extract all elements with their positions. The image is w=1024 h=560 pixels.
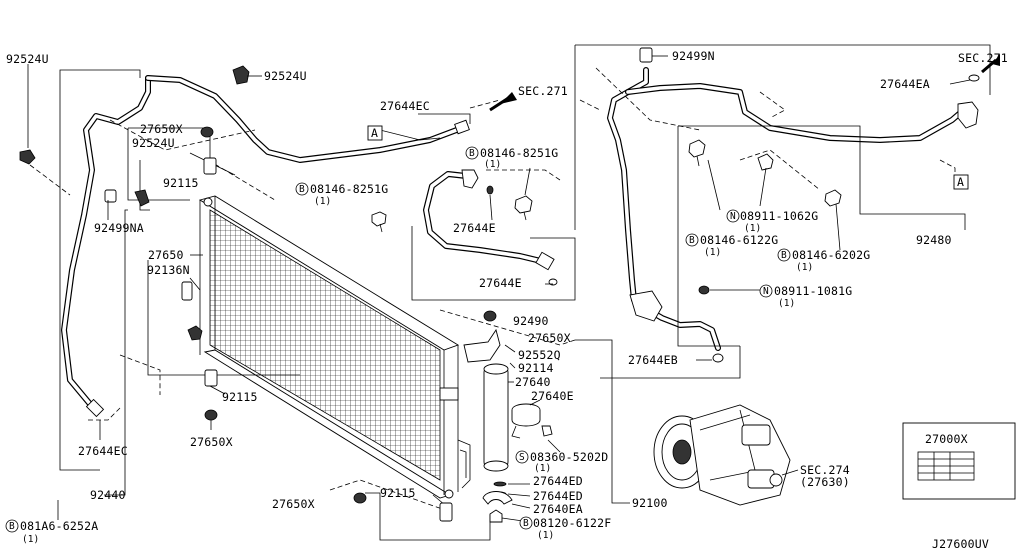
callout-circles: B B B S B N B B N	[5, 146, 791, 533]
svg-text:B: B	[523, 518, 529, 529]
label-92115: 92115	[380, 486, 416, 500]
ref-box-a-left: A	[367, 125, 383, 141]
condenser-small-parts	[134, 126, 497, 522]
pipe-92490	[411, 167, 576, 301]
label-27644ec: 27644EC	[380, 99, 430, 113]
leaders-left	[27, 64, 501, 520]
label-27640ea: 27640EA	[533, 502, 583, 516]
leaders-right	[574, 44, 991, 379]
svg-text:(1): (1)	[704, 247, 721, 258]
label-sec274-sub: (27630)	[800, 475, 850, 489]
ref-box-a-left-text: A	[371, 126, 378, 140]
label-27644ed: 27644ED	[533, 489, 583, 503]
label-27644ec: 27644EC	[78, 444, 128, 458]
leaders-condenser	[109, 119, 491, 541]
label-92115: 92115	[222, 390, 258, 404]
svg-text:B: B	[469, 148, 475, 159]
label-08146-6122g: 08146-6122G	[700, 233, 778, 247]
label-27644e: 27644E	[453, 221, 496, 235]
label-27650x: 27650X	[528, 331, 571, 345]
svg-text:B: B	[299, 184, 305, 195]
svg-text:(1): (1)	[796, 262, 813, 273]
label-27640e: 27640E	[531, 389, 574, 403]
label-27644e: 27644E	[479, 276, 522, 290]
ref-box-a-right-text: A	[957, 175, 964, 189]
svg-text:N: N	[730, 211, 736, 222]
label-92480: 92480	[916, 233, 952, 247]
label-27644ed: 27644ED	[533, 474, 583, 488]
label-27640: 27640	[515, 375, 551, 389]
leaders-drier	[439, 309, 630, 523]
svg-text:(1): (1)	[744, 223, 761, 234]
label-92499na: 92499NA	[94, 221, 144, 235]
label-92552q: 92552Q	[518, 348, 561, 362]
label-92490: 92490	[513, 314, 549, 328]
label-27000x-box: 27000X	[902, 422, 1016, 500]
pipe-92440	[19, 65, 470, 418]
label-92524u: 92524U	[132, 136, 175, 150]
label-92524u: 92524U	[6, 52, 49, 66]
label-27650: 27650	[148, 248, 184, 262]
label-08146-8251g: 08146-8251G	[310, 182, 388, 196]
receiver-drier-27640	[463, 328, 553, 523]
svg-text:N: N	[763, 286, 769, 297]
label-08911-1062g: 08911-1062G	[740, 209, 818, 223]
svg-text:(1): (1)	[537, 530, 554, 541]
svg-text:(1): (1)	[484, 159, 501, 170]
compressor-sec274	[653, 404, 799, 506]
condenser-27650	[198, 195, 471, 499]
label-sec271: SEC.271	[518, 84, 568, 98]
svg-text:(1): (1)	[534, 463, 551, 474]
label-27644eb: 27644EB	[628, 353, 678, 367]
label-27650x: 27650X	[140, 122, 183, 136]
diagram-code: J27600UV	[932, 537, 989, 551]
label-08911-1081g: 08911-1081G	[774, 284, 852, 298]
label-92440: 92440	[90, 488, 126, 502]
label-27644ea: 27644EA	[880, 77, 930, 91]
svg-text:(1): (1)	[314, 196, 331, 207]
svg-text:(1): (1)	[22, 534, 39, 545]
label-sec271: SEC.271	[958, 51, 1008, 65]
label-08146-8251g: 08146-8251G	[480, 146, 558, 160]
label-92136n: 92136N	[147, 263, 190, 277]
part-labels: 92524U 92524U 92524U 27650X 27650X 27650…	[6, 49, 1008, 551]
sec271-arrow-left	[489, 92, 517, 112]
label-08120-6122f: 08120-6122F	[533, 516, 611, 530]
label-27650x: 27650X	[190, 435, 233, 449]
sec271-arrow-right	[981, 54, 1000, 74]
label-08146-6202g: 08146-6202G	[792, 248, 870, 262]
label-92114: 92114	[518, 361, 554, 375]
label-sec274: SEC.274	[800, 463, 850, 477]
svg-text:B: B	[689, 235, 695, 246]
label-92524u: 92524U	[264, 69, 307, 83]
label-27000x: 27000X	[925, 432, 968, 446]
label-92499n: 92499N	[672, 49, 715, 63]
label-92100: 92100	[632, 496, 668, 510]
label-081a6-6252a: 081A6-6252A	[20, 519, 98, 533]
ref-box-a-right: A	[953, 174, 969, 190]
label-08360-5202d: 08360-5202D	[530, 450, 608, 464]
svg-text:S: S	[519, 452, 525, 463]
svg-text:B: B	[781, 250, 787, 261]
label-92115: 92115	[163, 176, 199, 190]
svg-text:B: B	[9, 521, 15, 532]
label-27650x: 27650X	[272, 497, 315, 511]
svg-text:(1): (1)	[778, 298, 795, 309]
pipe-92480	[607, 47, 980, 363]
